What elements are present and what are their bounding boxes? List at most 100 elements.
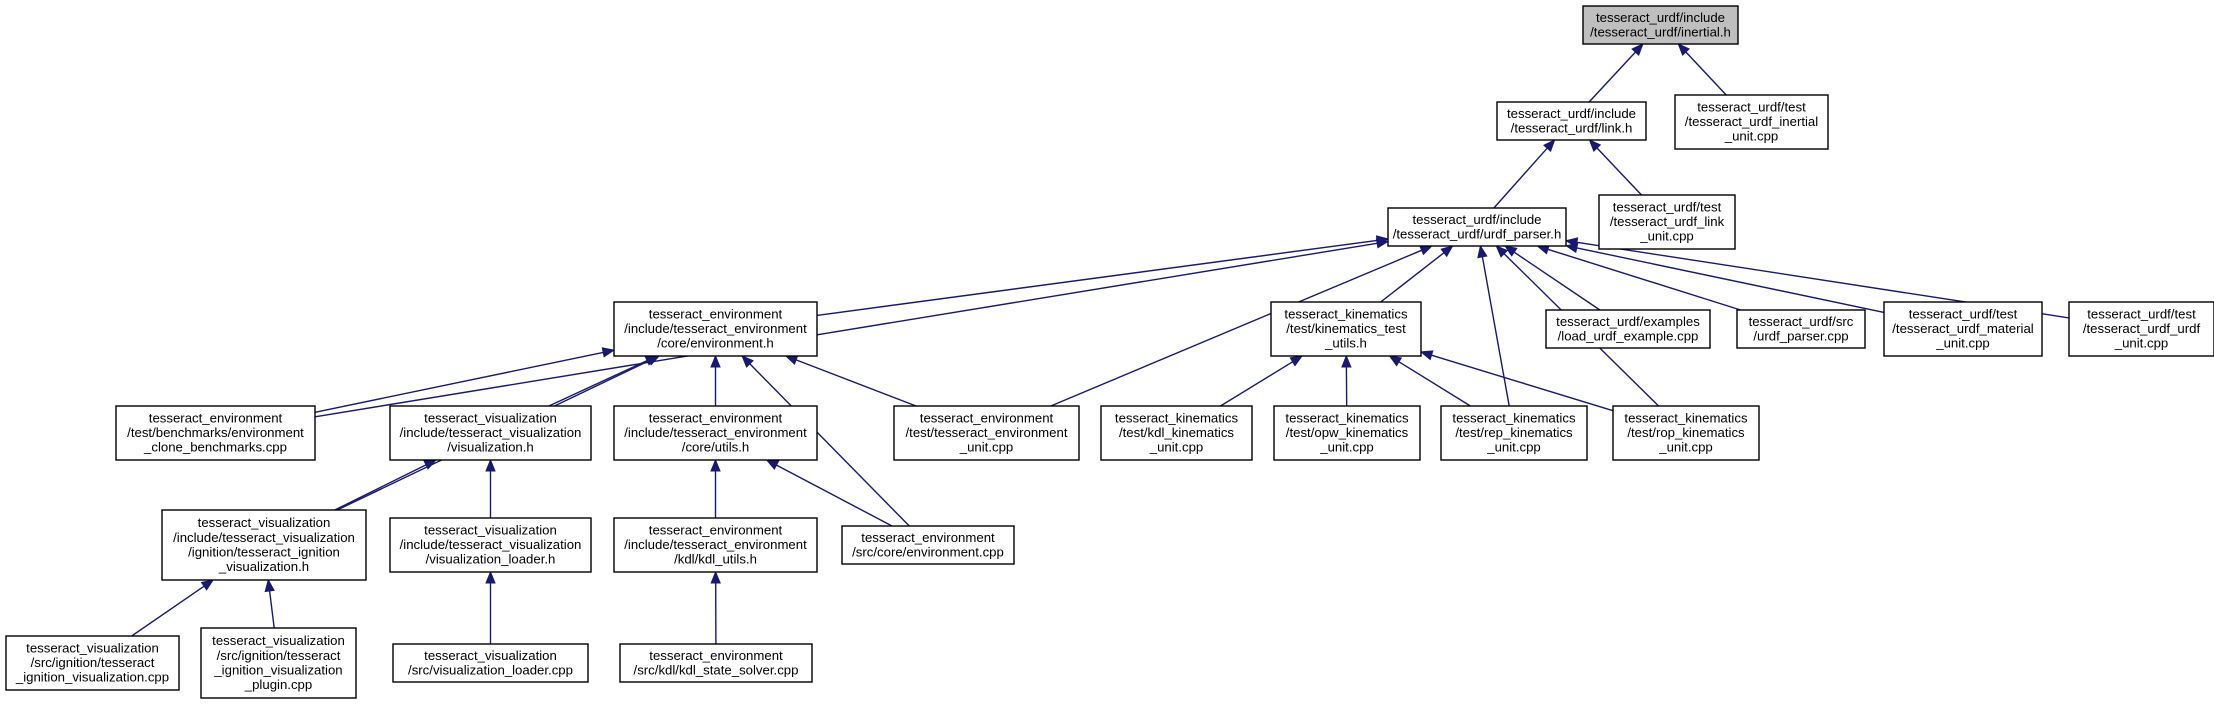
node-label-line: _unit.cpp [1935, 336, 1990, 351]
arrowhead-icon [264, 578, 275, 593]
node-box [1674, 94, 1829, 150]
node-label-line: /tesseract_urdf/urdf_parser.h [1393, 226, 1562, 241]
edge-ignition_visualization_plugin-to-ignition_visualization_h [264, 578, 275, 629]
edge-kdl_state_solver-to-kdl_utils_h [710, 570, 721, 645]
edge-environment_unit-to-environment_h [784, 355, 917, 407]
edge-line [776, 464, 893, 527]
edge-line [1576, 247, 1885, 314]
edge-line [548, 359, 648, 407]
node-ignition-visualization-h[interactable]: tesseract_visualization/include/tesserac… [161, 509, 367, 581]
edge-line [1431, 354, 1614, 412]
node-label-line: /load_urdf_example.cpp [1558, 328, 1699, 343]
edge-visualization_h-to-environment_h [548, 355, 659, 407]
node-label-line: tesseract_kinematics [1452, 411, 1576, 426]
node-visualization-loader-cpp[interactable]: tesseract_visualization/src/visualizatio… [392, 643, 589, 683]
node-kdl-kinematics-unit[interactable]: tesseract_kinematics/test/kdl_kinematics… [1100, 405, 1253, 461]
node-inertial-h[interactable]: tesseract_urdf/include/tesseract_urdf/in… [1582, 5, 1739, 45]
node-environment-unit[interactable]: tesseract_environment/test/tesseract_env… [893, 405, 1080, 461]
node-label-line: /src/ignition/tesseract [31, 655, 155, 670]
edge-rep_kinematics_unit-to-urdf_parser_h [1477, 244, 1510, 407]
node-label-line: _unit.cpp [1724, 129, 1779, 144]
edge-environment_cpp-to-environment_h [741, 355, 910, 527]
edge-line [1547, 248, 1741, 311]
node-label-line: /test/opw_kinematics [1286, 425, 1409, 440]
node-link-unit[interactable]: tesseract_urdf/test/tesseract_urdf_link_… [1598, 194, 1736, 250]
node-box [841, 525, 1015, 565]
node-box [613, 405, 818, 461]
node-visualization-h[interactable]: tesseract_visualization/include/tesserac… [389, 405, 592, 461]
node-label-line: /test/tesseract_environment [906, 425, 1068, 440]
arrowhead-icon [1419, 245, 1434, 256]
node-label-line: tesseract_environment [649, 648, 783, 663]
node-kinematics-test-utils[interactable]: tesseract_kinematics/test/kinematics_tes… [1270, 301, 1422, 357]
arrowhead-icon [1588, 139, 1602, 152]
arrowhead-icon [1504, 245, 1518, 257]
arrowhead-icon [1543, 139, 1556, 153]
nodes-layer: tesseract_urdf/include/tesseract_urdf/in… [5, 5, 2214, 699]
node-box [1100, 405, 1253, 461]
edge-inertial_unit-to-inertial_h [1677, 43, 1727, 96]
node-label-line: tesseract_visualization [424, 648, 557, 663]
node-environment-cpp[interactable]: tesseract_environment/src/core/environme… [841, 525, 1015, 565]
node-label-line: _unit.cpp [1639, 229, 1694, 244]
node-ignition-visualization-plugin[interactable]: tesseract_visualization/src/ignition/tes… [200, 627, 357, 699]
node-ignition-visualization-cpp[interactable]: tesseract_visualization/src/ignition/tes… [5, 635, 180, 691]
edge-visualization_loader_cpp-to-visualization_loader_h [485, 570, 496, 644]
node-box [1598, 194, 1736, 250]
node-kdl-state-solver[interactable]: tesseract_environment/src/kdl/kdl_state_… [619, 643, 813, 683]
node-inertial-unit[interactable]: tesseract_urdf/test/tesseract_urdf_inert… [1674, 94, 1829, 150]
node-box [389, 405, 592, 461]
node-label-line: tesseract_kinematics [1624, 411, 1748, 426]
node-label-line: tesseract_kinematics [1285, 411, 1409, 426]
edge-kdl_kinematics_unit-to-kinematics_test_utils [1220, 355, 1304, 407]
arrowhead-icon [485, 458, 496, 472]
node-label-line: tesseract_urdf/test [1697, 100, 1806, 115]
node-box [613, 301, 818, 357]
node-box [619, 643, 813, 683]
node-environment-h[interactable]: tesseract_environment/include/tesseract_… [613, 301, 818, 357]
edge-clone_benchmarks-to-urdf_parser_h [314, 238, 1390, 418]
arrowhead-icon [1341, 354, 1352, 368]
arrowhead-icon [1495, 245, 1509, 258]
edge-line [334, 464, 427, 511]
node-clone-benchmarks[interactable]: tesseract_environment/test/benchmarks/en… [115, 405, 316, 461]
node-box [2068, 301, 2214, 357]
edge-rep_kinematics_unit-to-kinematics_test_utils [1388, 355, 1471, 407]
node-urdf-unit[interactable]: tesseract_urdf/test/tesseract_urdf_urdf_… [2068, 301, 2214, 357]
edge-line [1596, 147, 1643, 196]
node-rep-kinematics-unit[interactable]: tesseract_kinematics/test/rep_kinematics… [1440, 405, 1588, 461]
node-utils-h[interactable]: tesseract_environment/include/tesseract_… [613, 405, 818, 461]
node-label-line: _clone_benchmarks.cpp [143, 440, 287, 455]
node-label-line: /tesseract_urdf_urdf [2083, 321, 2201, 336]
arrowhead-icon [784, 355, 799, 365]
arrowhead-icon [1375, 238, 1390, 249]
edge-line [816, 239, 1378, 317]
node-link-h[interactable]: tesseract_urdf/include/tesseract_urdf/li… [1496, 101, 1647, 141]
node-urdf-parser-cpp[interactable]: tesseract_urdf/src/urdf_parser.cpp [1736, 309, 1866, 349]
node-urdf-parser-h[interactable]: tesseract_urdf/include/tesseract_urdf/ur… [1387, 207, 1567, 247]
arrowhead-icon [1419, 350, 1434, 361]
edge-line [1481, 256, 1510, 407]
arrowhead-icon [1289, 355, 1304, 367]
node-material-unit[interactable]: tesseract_urdf/test/tesseract_urdf_mater… [1883, 301, 2043, 357]
node-kdl-utils-h[interactable]: tesseract_environment/include/tesseract_… [613, 517, 818, 573]
node-rop-kinematics-unit[interactable]: tesseract_kinematics/test/rop_kinematics… [1612, 405, 1760, 461]
arrowhead-icon [1388, 355, 1403, 367]
node-load-urdf-example[interactable]: tesseract_urdf/examples/load_urdf_exampl… [1545, 309, 1711, 349]
node-label-line: tesseract_urdf/test [2087, 307, 2196, 322]
node-label-line: tesseract_urdf/test [1613, 200, 1722, 215]
node-label-line: /include/tesseract_visualization [400, 537, 582, 552]
node-label-line: tesseract_visualization [26, 641, 159, 656]
edge-link_unit-to-link_h [1588, 139, 1643, 196]
node-label-line: tesseract_visualization [212, 633, 345, 648]
node-label-line: tesseract_environment [649, 411, 783, 426]
node-label-line: tesseract_urdf/include [1596, 10, 1725, 25]
node-label-line: /core/environment.h [657, 336, 774, 351]
node-visualization-loader-h[interactable]: tesseract_visualization/include/tesserac… [389, 517, 592, 573]
arrowhead-icon [1677, 43, 1690, 56]
node-box [389, 517, 592, 573]
node-label-line: _unit.cpp [1486, 440, 1541, 455]
node-opw-kinematics-unit[interactable]: tesseract_kinematics/test/opw_kinematics… [1273, 405, 1421, 461]
node-label-line: tesseract_environment [920, 411, 1054, 426]
node-label-line: /core/utils.h [682, 440, 749, 455]
